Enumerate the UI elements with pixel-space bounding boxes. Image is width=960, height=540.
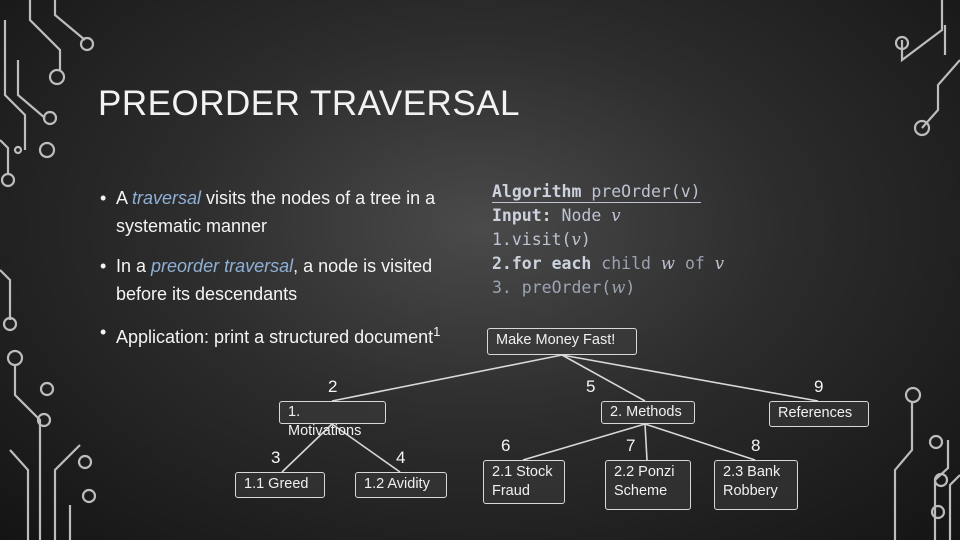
visit-order-7: 7 xyxy=(626,436,635,456)
tree-node-references: References xyxy=(769,401,869,427)
tree-node-methods: 2. Methods xyxy=(601,401,695,424)
visit-order-6: 6 xyxy=(501,436,510,456)
tree-node-greed: 1.1 Greed xyxy=(235,472,325,498)
edge-root-motivations xyxy=(332,355,562,401)
visit-order-8: 8 xyxy=(751,436,760,456)
tree-node-motivations: 1. Motivations xyxy=(279,401,386,424)
edge-methods-ponzi xyxy=(645,424,647,460)
tree-node-ponzi: 2.2 Ponzi Scheme xyxy=(605,460,691,510)
tree-node-root: Make Money Fast! xyxy=(487,328,637,355)
tree-node-stock: 2.1 Stock Fraud xyxy=(483,460,565,504)
edge-methods-bank xyxy=(645,424,755,460)
edge-root-references xyxy=(562,355,818,401)
tree-node-bank: 2.3 Bank Robbery xyxy=(714,460,798,510)
visit-order-5: 5 xyxy=(586,377,595,397)
visit-order-4: 4 xyxy=(396,448,405,468)
visit-order-2: 2 xyxy=(328,377,337,397)
visit-order-3: 3 xyxy=(271,448,280,468)
tree-node-avidity: 1.2 Avidity xyxy=(355,472,447,498)
visit-order-9: 9 xyxy=(814,377,823,397)
